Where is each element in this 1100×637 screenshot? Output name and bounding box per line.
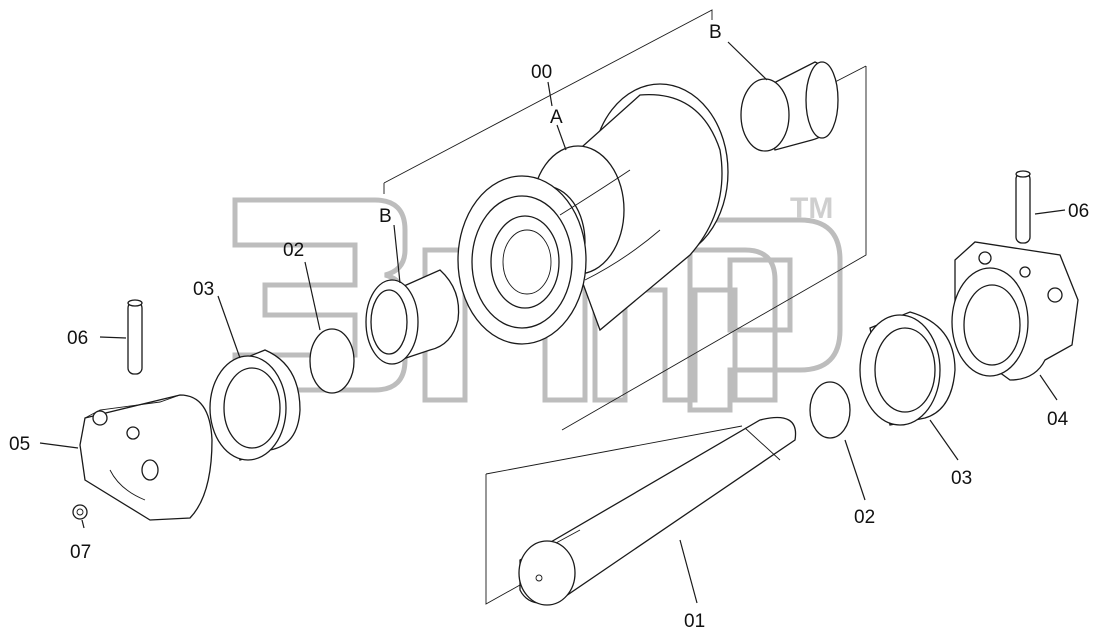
label-a: A — [550, 107, 563, 128]
label-02-right: 02 — [854, 507, 875, 528]
o-ring-02-left — [309, 328, 355, 394]
label-00: 00 — [531, 62, 552, 83]
collar-part-05 — [79, 394, 213, 521]
label-01: 01 — [684, 611, 705, 632]
part-labels: 00 A B B 02 03 06 05 07 01 02 03 04 06 — [9, 22, 1089, 632]
seal-03-left — [209, 349, 301, 461]
o-ring-02-right — [809, 381, 851, 439]
label-07: 07 — [70, 542, 91, 563]
label-b-left: B — [379, 206, 392, 227]
pin-06-left — [127, 299, 143, 375]
assembly-bracket-00 — [383, 9, 867, 431]
shaft-part-01 — [518, 416, 797, 606]
label-06-left: 06 — [67, 328, 88, 349]
label-03-right: 03 — [951, 468, 972, 489]
bushing-b-left — [365, 269, 460, 365]
label-06-right: 06 — [1068, 201, 1089, 222]
label-03-left: 03 — [193, 279, 214, 300]
seal-03-right — [859, 311, 956, 426]
trademark-text: TM — [790, 192, 833, 225]
leader-lines — [39, 41, 1066, 604]
plug-part-07 — [72, 504, 88, 520]
roller-body-part-00 — [457, 83, 729, 345]
label-b-top: B — [709, 22, 722, 43]
assembly-bracket-01 — [485, 425, 743, 605]
label-02-left: 02 — [283, 240, 304, 261]
bushing-b-top — [740, 61, 839, 152]
collar-part-04 — [951, 241, 1079, 381]
label-05: 05 — [9, 434, 30, 455]
label-04: 04 — [1047, 409, 1069, 430]
pin-06-right — [1015, 170, 1031, 244]
